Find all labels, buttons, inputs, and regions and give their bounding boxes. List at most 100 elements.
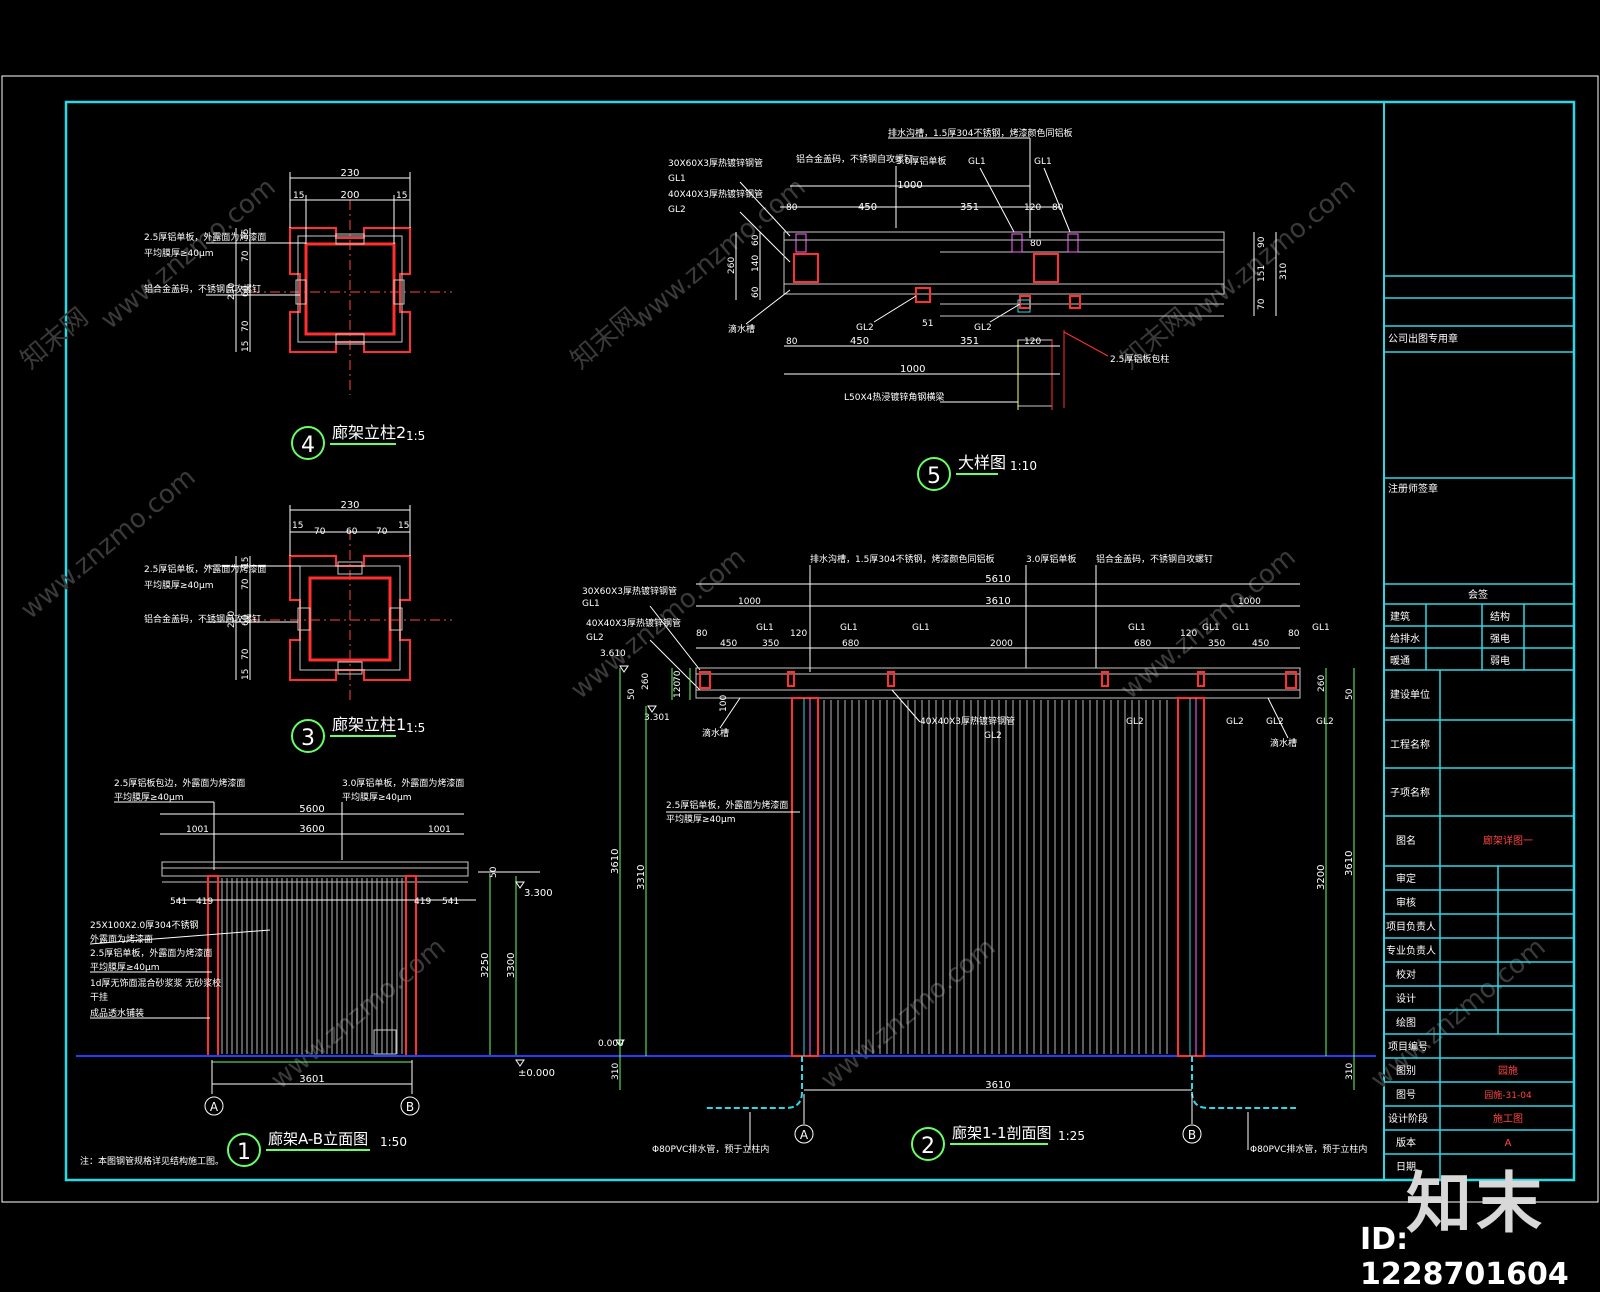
note: GL1 [668, 174, 686, 184]
dim-label: 70 [314, 527, 326, 537]
view-number-bubble [227, 1133, 261, 1167]
seal-label: 注册师签章 [1388, 482, 1438, 495]
drawing-frame [64, 100, 1576, 1182]
view-detail: 排水沟槽，1.5厚304不锈钢，烤漆颜色同铝板 30X60X3厚热镀锌钢管 GL… [668, 127, 1289, 491]
dim-label: 260 [1317, 675, 1327, 692]
dim-label: 70 [241, 578, 251, 590]
section-tube [1285, 671, 1297, 689]
note: GL2 [856, 323, 874, 333]
gl-label: GL1 [1232, 623, 1250, 633]
dim-label: 70 [376, 527, 388, 537]
gl-label: GL1 [1128, 623, 1146, 633]
dim-label: 60 [241, 614, 251, 626]
sign-field: 结构 [1490, 610, 1510, 623]
dim-label: 310 [1345, 1063, 1355, 1080]
tb-row-label: 图名 [1396, 834, 1416, 847]
dim-label: 230 [340, 168, 359, 179]
view-title: 大样图 [958, 453, 1006, 472]
note: 滴水槽 [702, 727, 729, 739]
dim-label: 350 [1208, 639, 1225, 649]
dim-label: 60 [241, 285, 251, 297]
dim-label: 120 [790, 629, 807, 639]
dim-label: 3610 [610, 849, 621, 874]
view-scale: 1:5 [406, 429, 425, 443]
dim-label: 230 [227, 283, 237, 300]
level-mark: 3.610 [600, 649, 626, 659]
dim-label: 541 [170, 897, 187, 907]
dim-label: 50 [627, 688, 637, 700]
section-column-a [791, 697, 819, 1057]
note: 平均膜厚≥40μm [144, 247, 214, 259]
sign-field: 弱电 [1490, 654, 1510, 667]
sign-field: 建筑 [1390, 610, 1410, 623]
watermark: www.znzmo.com [1175, 172, 1361, 335]
dim-label: 15 [396, 191, 407, 201]
view-scale: 1:5 [406, 721, 425, 735]
column-section [1017, 339, 1053, 407]
dim-label: 15 [241, 669, 251, 680]
roof-beam [161, 861, 469, 877]
dim-label: 120 [1024, 203, 1041, 213]
tb-row-label: 工程名称 [1390, 738, 1430, 751]
dim-label: 15 [241, 341, 251, 352]
note: 铝合金盖码，不锈钢自攻螺钉 [144, 613, 261, 625]
view-elevation: 2.5厚铝板包边，外露面为烤漆面 平均膜厚≥40μm 3.0厚铝单板，外露面为烤… [80, 777, 555, 1167]
view-column-2: 230 200 15 15 15 70 60 70 15 230 2.5厚铝单板… [144, 168, 452, 460]
note: 2.5厚铝板包边，外露面为烤漆面 [114, 777, 245, 789]
view-number: 2 [921, 1134, 935, 1159]
view-title: 廊架1-1剖面图 [952, 1124, 1052, 1142]
drain-pipe-a [706, 1056, 803, 1109]
seal-label: 公司出图专用章 [1388, 332, 1458, 345]
dim-label: 3300 [506, 953, 517, 978]
note: 平均膜厚≥40μm [90, 961, 160, 973]
dim-label: 419 [414, 897, 431, 907]
note: 2.5厚铝单板，外露面为烤漆面 [666, 799, 788, 811]
watermark-layer: 知末网 www.znzmo.com 知末网 www.znzmo.com 知末网 … [15, 172, 1551, 1095]
dim-label: 80 [1052, 203, 1064, 213]
dim-label: 1000 [897, 180, 922, 191]
dim-label: 3610 [985, 1080, 1010, 1091]
tb-row-label: 审定 [1396, 872, 1416, 885]
tb-row-label: 专业负责人 [1386, 944, 1436, 957]
outer-sheet-border [1, 75, 1599, 1203]
dim-label: 70 [241, 648, 251, 660]
tb-row-label: 校对 [1396, 968, 1416, 981]
tb-row-label: 项目编号 [1388, 1040, 1428, 1053]
note: 40X40X3厚热镀锌钢管 [586, 617, 681, 629]
note: 排水沟槽，1.5厚304不锈钢，烤漆颜色同铝板 [810, 553, 995, 565]
tb-row-label: 建设单位 [1390, 688, 1430, 701]
version-value: A [1505, 1138, 1512, 1149]
note: 40X40X3厚热镀锌钢管 [668, 188, 763, 200]
section-tube [1101, 671, 1109, 687]
note: 2.5厚铝板包柱 [1110, 353, 1169, 365]
view-number-bubble [911, 1127, 945, 1161]
drain-pipe-b [1191, 1056, 1296, 1109]
axis-bubble-a [204, 1096, 224, 1116]
note: 平均膜厚≥40μm [666, 813, 736, 825]
dim-label: 100 [719, 695, 729, 712]
dim-label: 80 [786, 337, 798, 347]
tb-row-label: 日期 [1396, 1161, 1416, 1173]
note: 铝合金盖码，不锈钢自攻螺钉 [796, 153, 913, 165]
axis-label: B [1188, 1128, 1196, 1142]
dim-label: 80 [786, 203, 798, 213]
dim-label: 80 [696, 629, 708, 639]
gl-label: GL2 [984, 731, 1002, 741]
sign-field: 强电 [1490, 632, 1510, 645]
dim-label: 120 [673, 681, 683, 698]
brand-logo: 知末 [1406, 1165, 1546, 1242]
note: Φ80PVC排水管，预于立柱内 [652, 1143, 769, 1155]
dim-label: 140 [751, 255, 761, 272]
dim-label: 90 [1257, 236, 1267, 248]
tb-row-label: 子项名称 [1390, 786, 1430, 799]
note: 成品透水铺装 [90, 1007, 144, 1019]
dim-label: 260 [727, 257, 737, 274]
dim-label: 3250 [480, 953, 491, 978]
steel-tube-gl1 [1033, 253, 1059, 283]
note: 2.5厚铝单板，外露面为烤漆面 [144, 231, 266, 243]
view-title: 廊架立柱1 [332, 715, 406, 734]
dim-label: 60 [346, 527, 358, 537]
gl-label: GL2 [1316, 717, 1334, 727]
note: 25X100X2.0厚304不锈钢 [90, 919, 198, 931]
